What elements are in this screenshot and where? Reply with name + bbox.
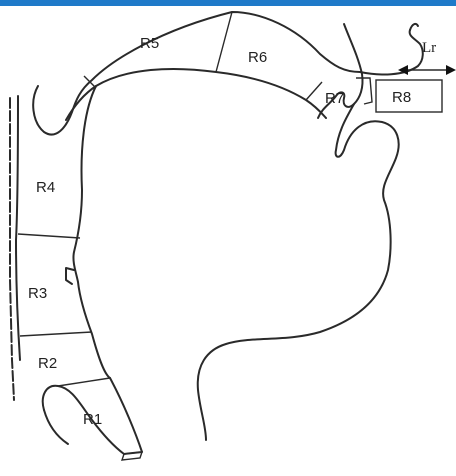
label-r8: R8 [392,89,411,106]
divider-r5-r6 [216,12,232,72]
lr-label: Lr [422,40,436,56]
pharyngeal-wall-outer [10,98,14,400]
diagram-canvas: Lr R1 R2 R3 R4 R5 R6 R7 R8 [0,6,456,471]
label-r3: R3 [28,285,47,302]
divider-r4-r3 [18,234,80,238]
divider-r3-r2 [20,332,92,336]
vocal-tract-diagram: Lr R1 R2 R3 R4 R5 R6 R7 R8 [0,6,456,471]
label-r6: R6 [248,49,267,66]
posterior-tongue-contour [198,104,399,440]
pharyngeal-wall-inner [16,96,20,360]
label-r1: R1 [83,411,102,428]
label-r2: R2 [38,355,57,372]
r1-left-lip [44,410,68,444]
nostril-contour [410,24,418,30]
upper-inner-contour [66,69,326,120]
tongue-root-contour [73,86,110,378]
divider-r6-r7 [306,82,322,100]
epiglottis-notch [66,268,74,284]
label-r5: R5 [140,35,159,52]
divider-r2-r1 [58,378,110,386]
label-r4: R4 [36,179,55,196]
lr-arrow-right-head [446,65,456,75]
label-r7: R7 [325,90,344,107]
